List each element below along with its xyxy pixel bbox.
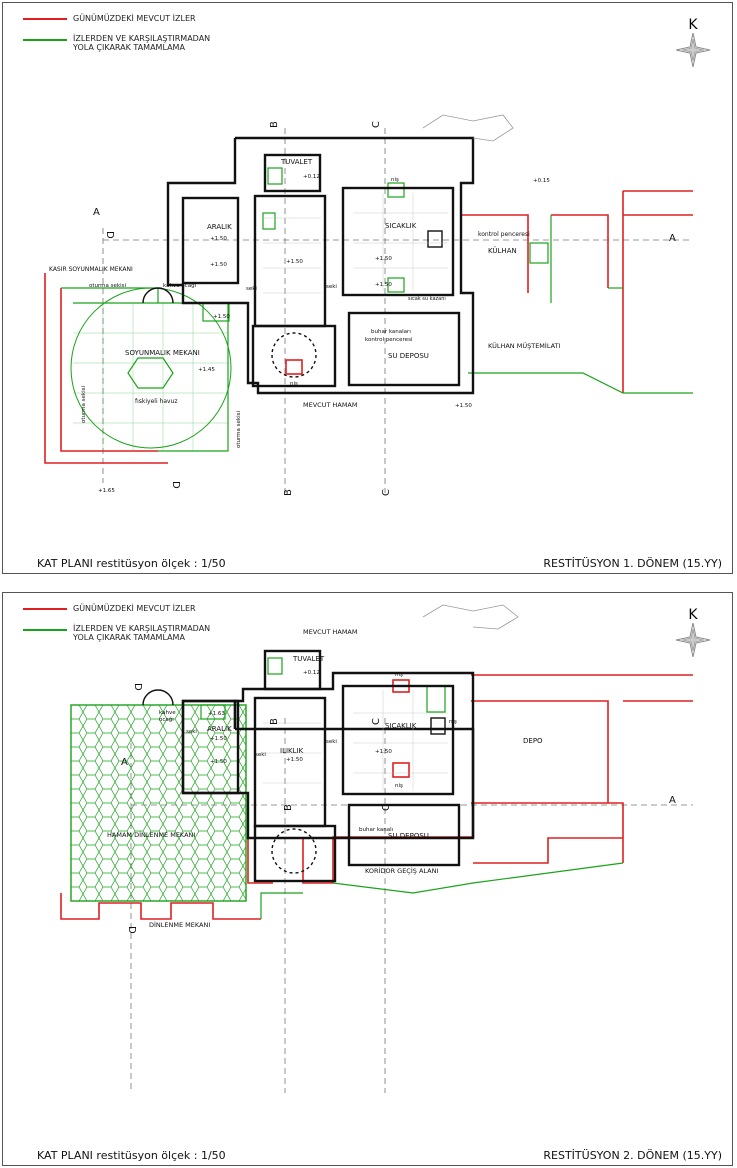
section-mark-c-bottom: C: [381, 804, 392, 811]
legend-green-line: [23, 39, 67, 41]
section-mark-a-left: A: [93, 207, 100, 218]
level-mark: +0.15: [533, 178, 550, 184]
label-kahve: kahve: [159, 710, 176, 716]
section-mark-c-bottom: C: [381, 489, 392, 496]
plan-panel-period-2: GÜNÜMÜZDEKİ MEVCUT İZLER İZLERDEN VE KAR…: [2, 592, 733, 1166]
label-nis-top: niş: [391, 177, 399, 183]
room-label-su-deposu: SU DEPOSU: [388, 352, 429, 360]
level-mark: +1.50: [210, 236, 227, 242]
level-mark: +1.65: [98, 488, 115, 494]
level-mark: +0.12: [303, 670, 320, 676]
label-oturma-sekisi-right: oturma sekisi: [236, 411, 242, 448]
level-mark: +1.50: [213, 314, 230, 320]
legend-red-line: [23, 608, 67, 610]
label-mevcut-hamam: MEVCUT HAMAM: [303, 628, 358, 636]
level-mark: +1.50: [286, 757, 303, 763]
legend-completed-label-2: YOLA ÇIKARAK TAMAMLAMA: [73, 633, 185, 642]
section-mark-d-top: D: [132, 683, 143, 691]
section-mark-a-right: A: [669, 233, 676, 244]
label-buhar-kanali: buhar kanalı: [359, 827, 394, 833]
label-nis-top: niş: [395, 672, 403, 678]
room-label-soyunmalik: SOYUNMALIK MEKANI: [125, 349, 200, 357]
room-label-kasir: KASIR SOYUNMALIK MEKANI: [49, 266, 133, 273]
level-mark: +0.12: [303, 174, 320, 180]
label-sicak-su-kazani: sıcak su kazanı: [408, 296, 446, 302]
section-mark-b-bottom: B: [283, 489, 294, 496]
footer-period-label: RESTİTÜSYON 1. DÖNEM (15.YY): [543, 557, 722, 570]
section-mark-b-top: B: [269, 718, 280, 725]
label-kontrol-penceresi-2: kontrol penceresi: [365, 337, 413, 343]
label-oturma-sekisi-left: oturma sekisi: [81, 386, 87, 423]
label-seki-mid: seki: [255, 752, 266, 758]
level-mark: +1.50: [375, 749, 392, 755]
room-label-kulhan: KÜLHAN: [488, 246, 517, 255]
room-label-aralik: ARALIK: [207, 223, 232, 231]
label-kontrol-penceresi: kontrol penceresi: [478, 231, 530, 238]
level-mark: +1.50: [375, 282, 392, 288]
label-seki-right: seki: [326, 739, 337, 745]
level-mark: +1.50: [210, 736, 227, 742]
section-mark-b-bottom: B: [283, 804, 294, 811]
room-label-sicaklik: SICAKLIK: [385, 722, 417, 730]
label-nis-bottom: niş: [395, 783, 403, 789]
level-mark: +1.50: [210, 262, 227, 268]
room-label-kulhan-mustemilati: KÜLHAN MÜŞTEMİLATI: [488, 341, 561, 350]
level-mark: +1.63: [208, 711, 225, 717]
plan-panel-period-1: GÜNÜMÜZDEKİ MEVCUT İZLER İZLERDEN VE KAR…: [2, 2, 733, 574]
section-mark-b-top: B: [269, 121, 280, 128]
section-mark-d-bottom: D: [170, 481, 181, 489]
section-mark-a-left: A: [121, 757, 128, 768]
legend-existing-label: GÜNÜMÜZDEKİ MEVCUT İZLER: [73, 604, 196, 613]
label-seki-left: seki: [186, 729, 197, 735]
section-mark-c-top: C: [371, 718, 382, 725]
room-label-hamam-dinlenme: HAMAM DİNLENME MEKANI: [107, 830, 195, 839]
legend-red-line: [23, 18, 67, 20]
section-mark-c-top: C: [371, 121, 382, 128]
floor-plan-drawing: TUVALET ARALIK ILIKLIK SICAKLIK DEPO SU …: [60, 604, 693, 1093]
label-nis-bottom: niş: [290, 381, 298, 387]
level-mark: +1.50: [455, 403, 472, 409]
floor-plan-drawing: TUVALET ARALIK SICAKLIK kontrol penceres…: [44, 114, 693, 496]
legend-completed-label-1: İZLERDEN VE KARŞILAŞTIRMADAN: [73, 624, 211, 633]
north-label: K: [688, 607, 698, 623]
legend-completed-label-1: İZLERDEN VE KARŞILAŞTIRMADAN: [73, 34, 211, 43]
legend-green-line: [23, 629, 67, 631]
section-mark-a-right: A: [669, 795, 676, 806]
label-fiskiyeli-havuz: fıskiyeli havuz: [135, 398, 178, 405]
legend-existing-label: GÜNÜMÜZDEKİ MEVCUT İZLER: [73, 14, 196, 23]
label-mevcut-hamam: MEVCUT HAMAM: [303, 401, 358, 409]
room-label-tuvalet: TUVALET: [280, 158, 313, 166]
label-nis-side: niş: [449, 719, 457, 725]
level-mark: +1.50: [210, 759, 227, 765]
footer-scale-label: KAT PLANI restitüsyon ölçek : 1/50: [37, 1149, 226, 1162]
label-buhar-kanallari: buhar kanaları: [371, 329, 411, 335]
label-seki-left: seki: [246, 286, 257, 292]
label-seki-right: seki: [326, 284, 337, 290]
legend-completed-label-2: YOLA ÇIKARAK TAMAMLAMA: [73, 43, 185, 52]
north-label: K: [688, 17, 698, 33]
north-arrow: K: [675, 607, 711, 661]
label-ocagi: ocağı: [159, 716, 174, 723]
level-mark: +1.45: [198, 367, 215, 373]
room-label-sicaklik: SICAKLIK: [385, 222, 417, 230]
footer-scale-label: KAT PLANI restitüsyon ölçek : 1/50: [37, 557, 226, 570]
room-label-aralik: ARALIK: [207, 725, 232, 733]
label-oturma-sekisi-top: oturma sekisi: [89, 283, 126, 289]
room-label-dinlenme: DİNLENME MEKANI: [149, 920, 210, 929]
room-label-depo: DEPO: [523, 737, 543, 745]
north-arrow: K: [675, 17, 711, 71]
room-label-iliklik: ILIKLIK: [280, 747, 304, 755]
section-mark-d-bottom: D: [126, 926, 137, 934]
section-mark-d-top: D: [104, 231, 115, 239]
room-label-tuvalet: TUVALET: [292, 655, 325, 663]
level-mark: +1.50: [286, 259, 303, 265]
room-label-koridor: KORİDOR GEÇİŞ ALANI: [365, 866, 438, 875]
label-kahve-ocagi: kahve ocağı: [163, 282, 197, 289]
footer-period-label: RESTİTÜSYON 2. DÖNEM (15.YY): [543, 1149, 722, 1162]
level-mark: +1.50: [375, 256, 392, 262]
room-label-su-deposu: SU DEPOSU: [388, 832, 429, 840]
